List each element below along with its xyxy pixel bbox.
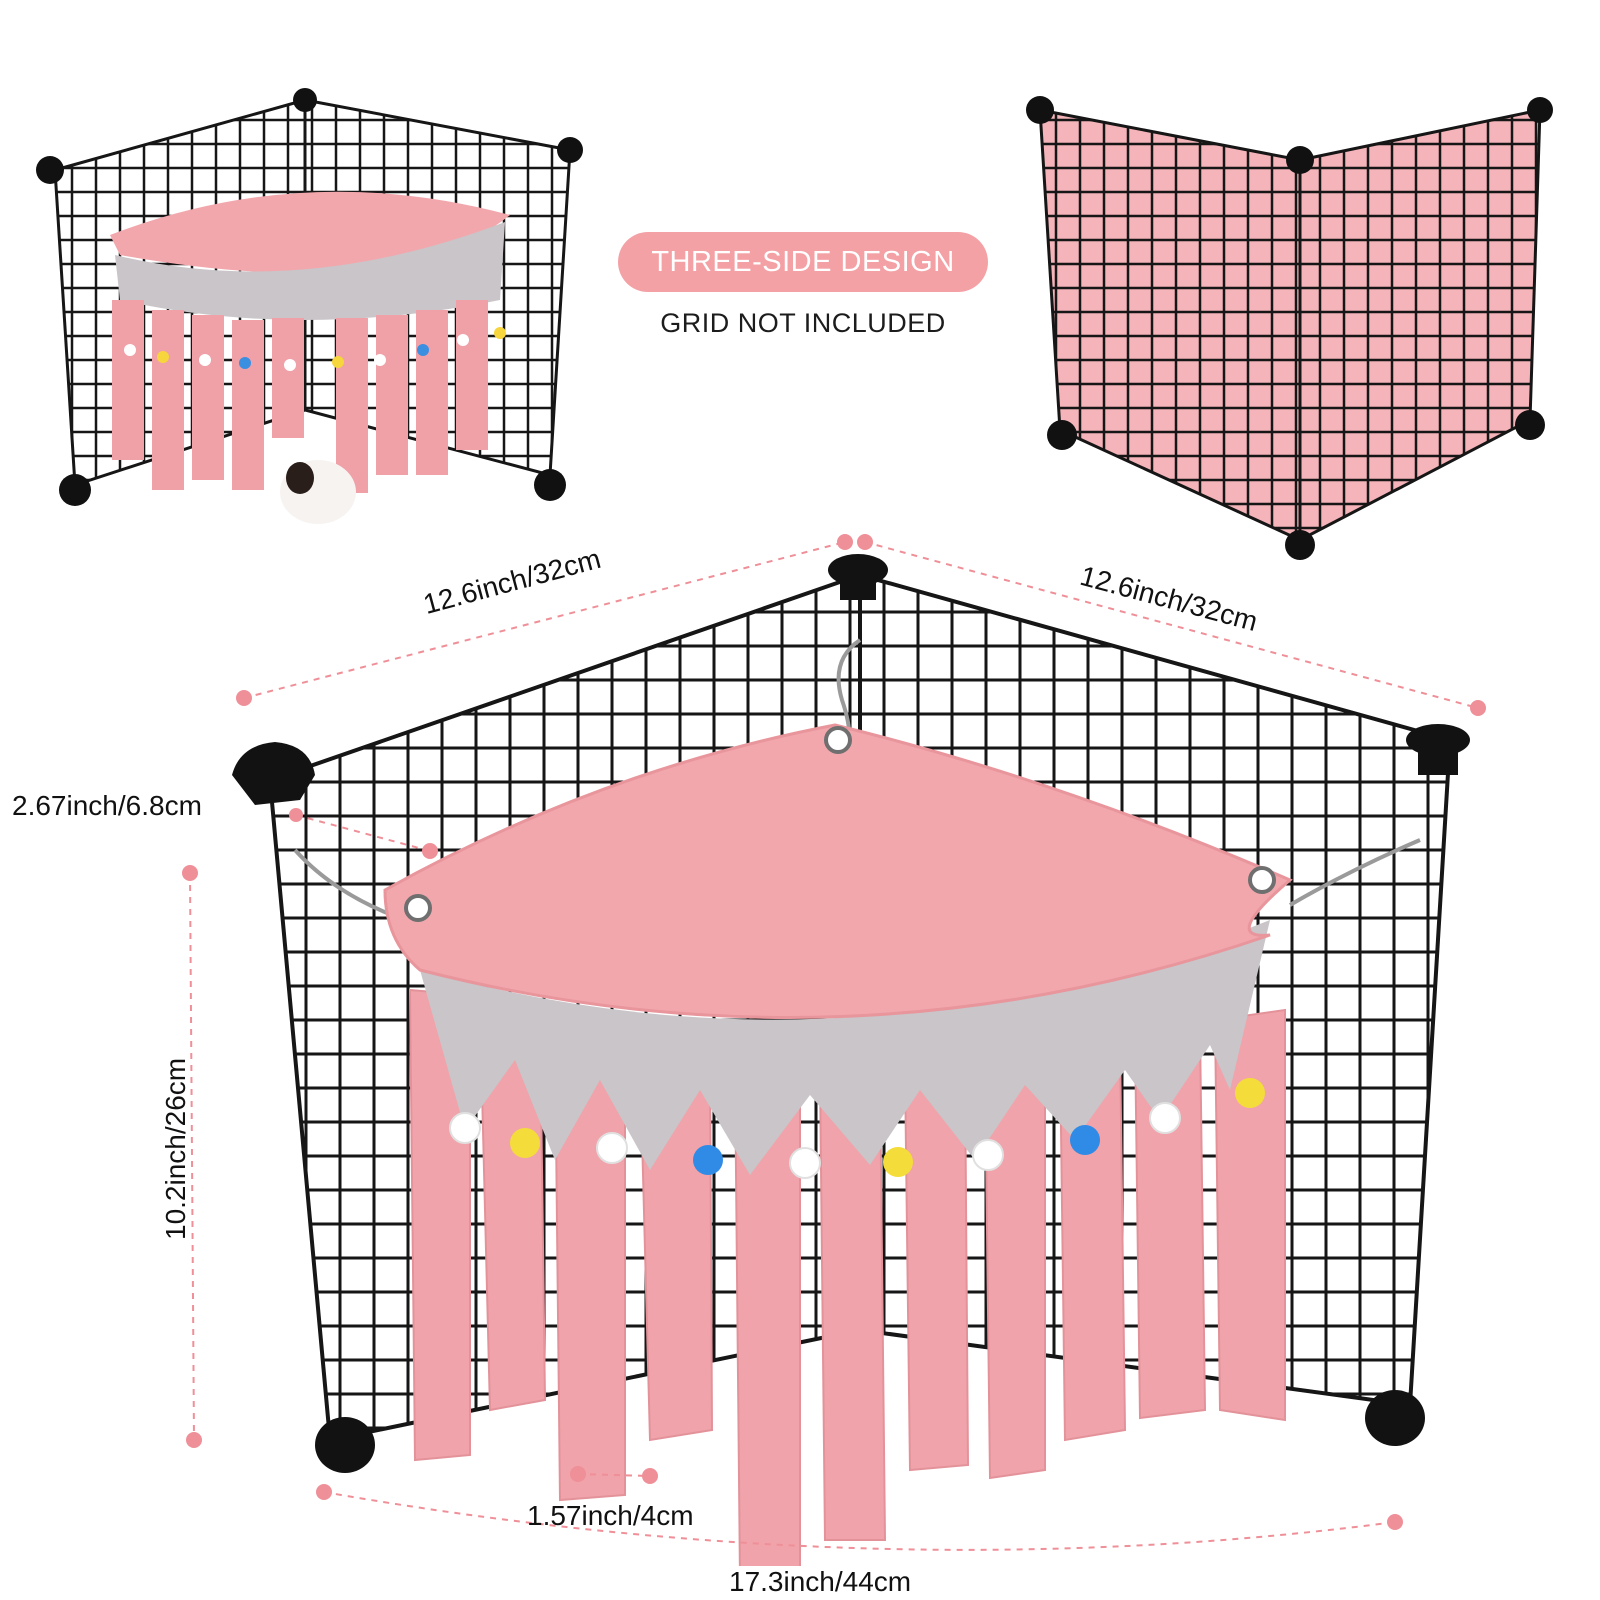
small-back-view — [1026, 96, 1553, 560]
height-dimension: 10.2inch/26cm — [160, 1057, 191, 1240]
canopy-height-dimension: 2.67inch/6.8cm — [12, 790, 202, 821]
grid-not-included-note: GRID NOT INCLUDED — [660, 308, 946, 338]
dimension-end-dots — [182, 534, 1486, 1530]
three-side-design-badge: THREE-SIDE DESIGN — [618, 232, 988, 292]
bottom-width-dimension: 17.3inch/44cm — [725, 1566, 916, 1598]
small-front-view — [36, 88, 583, 524]
dimension-lines — [189, 541, 1479, 1551]
main-product-view — [232, 554, 1470, 1581]
strip-width-dimension: 1.57inch/4cm — [527, 1500, 694, 1531]
